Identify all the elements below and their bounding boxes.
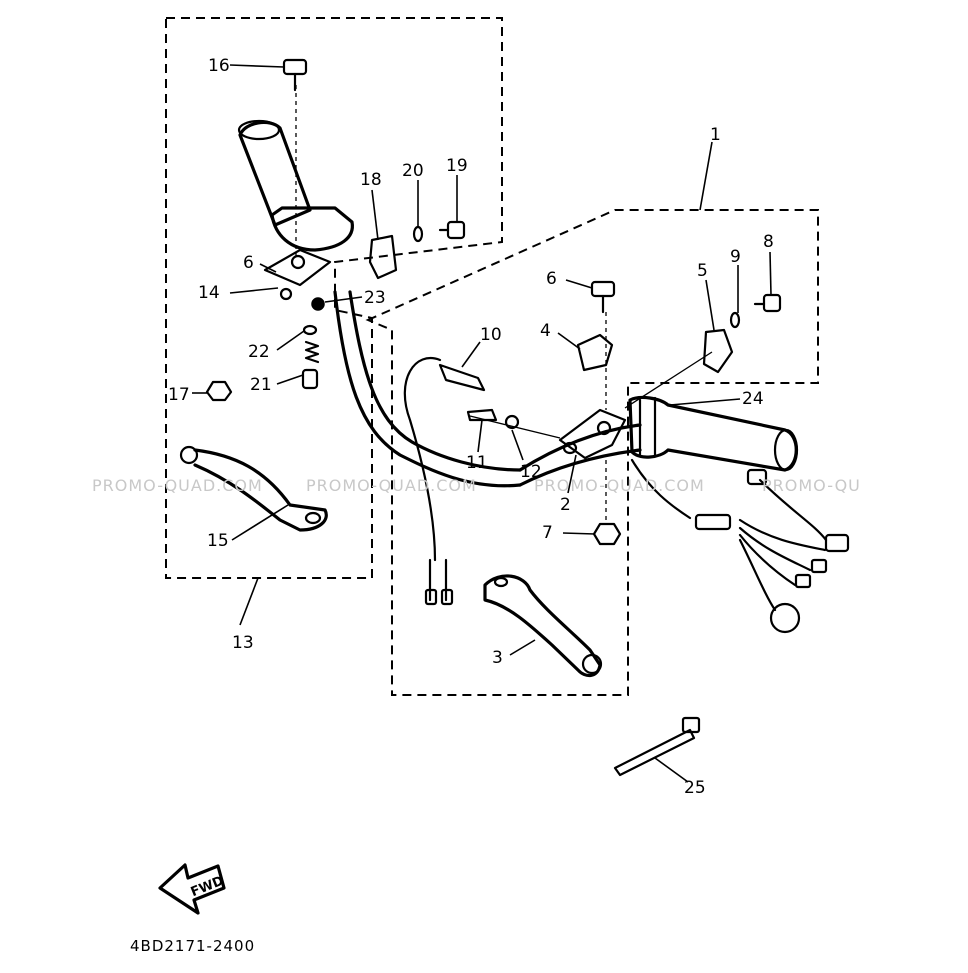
fwd-arrow: FWD	[158, 863, 226, 915]
cable-tie	[613, 716, 701, 777]
watermark: PROMO-QU	[762, 476, 861, 495]
callout-12: 12	[520, 462, 542, 482]
callout-11: 11	[466, 453, 488, 473]
callout-14: 14	[198, 283, 220, 303]
watermark: PROMO-QUAD.COM	[92, 476, 263, 495]
callout-13: 13	[232, 633, 254, 653]
callout-25: 25	[684, 778, 706, 798]
callout-10: 10	[480, 325, 502, 345]
leader-lines	[192, 64, 772, 783]
callout-3: 3	[492, 648, 503, 668]
callout-5: 5	[697, 261, 708, 281]
callout-21: 21	[250, 375, 272, 395]
callout-labels: 1 2 3 4 5 6 6 7 8 9 10 11 12 13 14 15 16…	[168, 56, 774, 798]
handlebar	[333, 290, 642, 488]
callout-2: 2	[560, 495, 571, 515]
right-grip-assembly	[403, 280, 850, 634]
callout-4: 4	[540, 321, 551, 341]
watermark: PROMO-QUAD.COM	[534, 476, 705, 495]
callout-22: 22	[248, 342, 270, 362]
callout-8: 8	[763, 232, 774, 252]
callout-6-right: 6	[546, 269, 557, 289]
callout-20: 20	[402, 161, 424, 181]
diagram-code: 4BD2171-2400	[130, 937, 255, 955]
callout-16: 16	[208, 56, 230, 76]
callout-18: 18	[360, 170, 382, 190]
callout-1: 1	[710, 125, 721, 145]
callout-6-left: 6	[243, 253, 254, 273]
watermark: PROMO-QUAD.COM	[306, 476, 477, 495]
callout-23: 23	[364, 288, 386, 308]
callout-7: 7	[542, 523, 553, 543]
group-box-right	[365, 209, 819, 696]
right-lever	[483, 574, 603, 677]
callout-9: 9	[730, 247, 741, 267]
left-grip-assembly	[205, 58, 466, 402]
group-box-left	[165, 17, 503, 579]
callout-15: 15	[207, 531, 229, 551]
callout-17: 17	[168, 385, 190, 405]
left-lever	[179, 445, 328, 532]
callout-24: 24	[742, 389, 764, 409]
callout-19: 19	[446, 156, 468, 176]
watermarks: PROMO-QUAD.COM PROMO-QUAD.COM PROMO-QUAD…	[92, 476, 861, 495]
